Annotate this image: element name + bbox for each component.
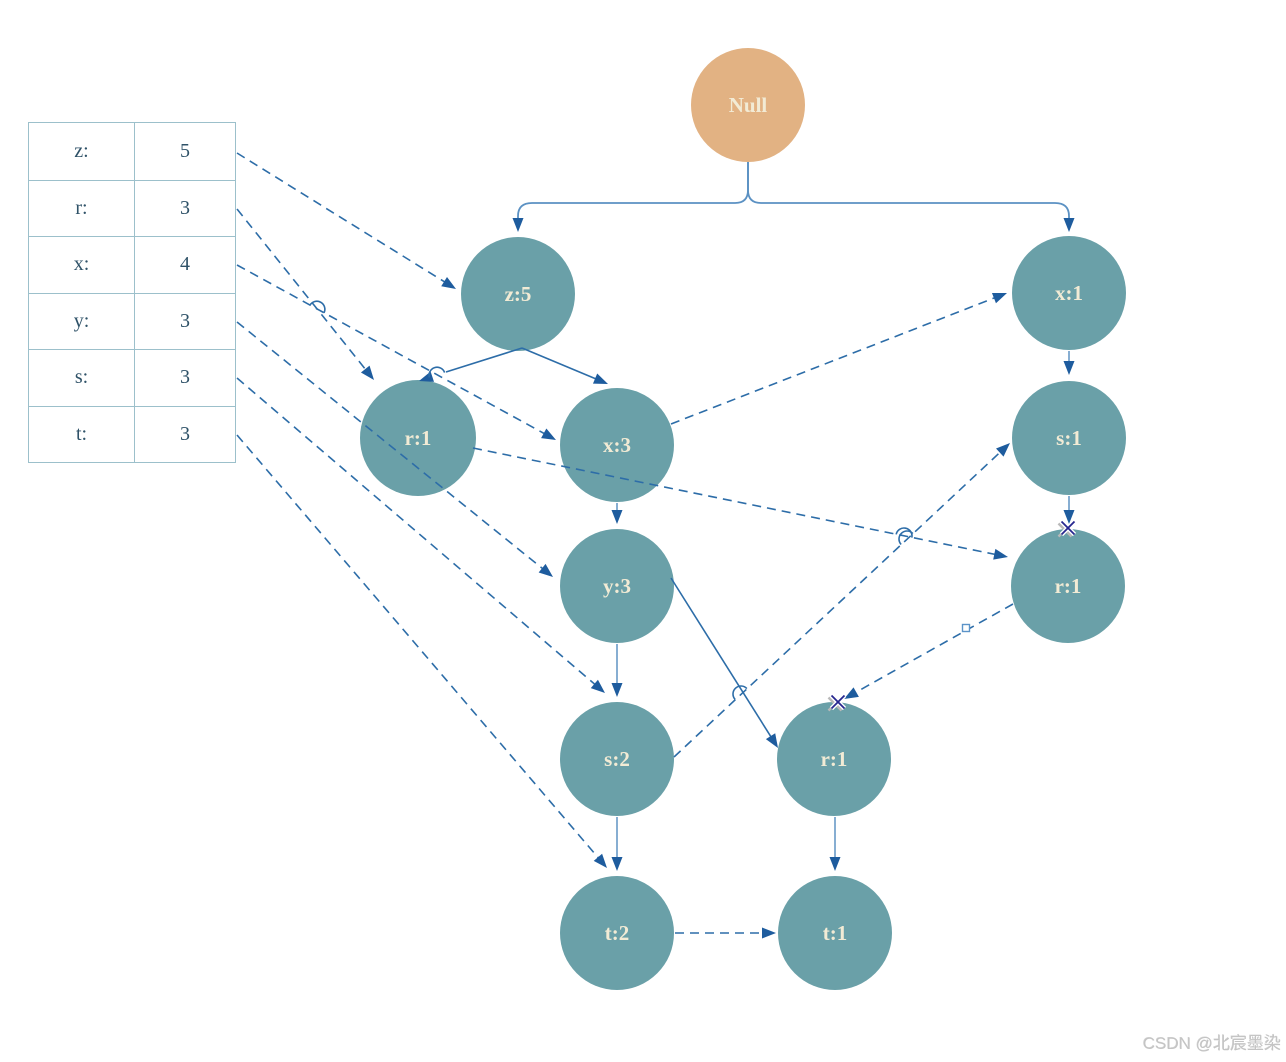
bend-handle[interactable] (961, 623, 971, 633)
node-label: y:3 (603, 574, 631, 598)
node-t1[interactable]: t:1 (778, 876, 892, 990)
node-label: r:1 (1055, 574, 1082, 598)
edge-link-t2-t1[interactable] (675, 927, 776, 939)
edge-link-r[interactable] (236, 208, 374, 380)
item-label: y: (73, 309, 90, 332)
node-label: x:3 (603, 433, 631, 457)
edge-z5-r1a[interactable] (419, 347, 523, 382)
node-label: r:1 (821, 747, 848, 771)
line-jump-arc (732, 685, 748, 701)
table-row: y: 3 (29, 292, 235, 349)
arrowhead-icon (844, 687, 859, 699)
node-r1c[interactable]: r:1 (777, 702, 891, 816)
line-jump-arc (895, 527, 913, 538)
arrowhead-icon (611, 510, 623, 524)
item-label: r: (75, 196, 88, 219)
edge-link-s2-s1[interactable] (673, 443, 1010, 758)
arrowhead-icon (1063, 510, 1075, 524)
node-z5[interactable]: z:5 (461, 237, 575, 351)
edge-link-r1a-r1b[interactable] (472, 447, 1008, 560)
arrowhead-icon (765, 733, 778, 748)
node-null[interactable]: Null (691, 48, 805, 162)
edge-y3-r1c[interactable] (670, 577, 778, 748)
table-row: x: 4 (29, 236, 235, 293)
node-label: x:1 (1055, 281, 1083, 305)
item-count: 4 (134, 237, 235, 293)
edge-link-r1b-r1c[interactable] (844, 603, 1014, 699)
arrowhead-icon (993, 548, 1008, 560)
arrowhead-icon (1063, 361, 1075, 375)
arrowhead-icon (991, 292, 1007, 304)
item-label: x: (73, 253, 90, 276)
arrowhead-icon (996, 443, 1010, 457)
arrowhead-icon (829, 857, 841, 871)
arrowhead-icon (360, 365, 374, 380)
arrowhead-icon (611, 683, 623, 697)
edge-y3-s2[interactable] (611, 644, 623, 697)
node-label: Null (729, 93, 768, 117)
arrowhead-icon (592, 373, 608, 384)
item-label: t: (75, 422, 88, 445)
node-label: t:1 (823, 921, 848, 945)
node-label: s:2 (604, 747, 630, 771)
edge-link-x3-x1[interactable] (670, 292, 1007, 425)
line-jump-arc (428, 366, 446, 378)
edge-link-z[interactable] (236, 152, 456, 289)
item-count: 3 (134, 180, 235, 236)
table-row: t: 3 (29, 405, 235, 462)
arrowhead-icon (441, 276, 456, 289)
item-count: 3 (134, 350, 235, 406)
arrowhead-icon (590, 679, 605, 693)
node-x3[interactable]: x:3 (560, 388, 674, 502)
endpoint-x-marker (1057, 519, 1077, 538)
item-label: z: (74, 139, 89, 162)
arrowhead-icon (762, 927, 776, 939)
node-label: t:2 (605, 921, 630, 945)
item-label: s: (74, 366, 89, 389)
arrowhead-icon (593, 853, 607, 868)
node-label: s:1 (1056, 426, 1082, 450)
node-label: z:5 (505, 282, 532, 306)
arrowhead-icon (541, 428, 556, 440)
edge-link-t[interactable] (236, 434, 607, 868)
csdn-watermark: CSDN @北宸墨染 (1142, 1034, 1281, 1053)
node-r1a[interactable]: r:1 (360, 380, 476, 496)
edge-link-y[interactable] (236, 321, 553, 577)
edge-z5-x3[interactable] (521, 347, 608, 384)
node-r1b[interactable]: r:1 (1011, 529, 1125, 643)
item-count: 3 (134, 293, 235, 349)
table-row: s: 3 (29, 349, 235, 406)
edge-link-s[interactable] (236, 377, 605, 693)
item-count: 3 (134, 406, 235, 462)
table-row: z: 5 (29, 123, 235, 180)
arrowhead-icon (512, 218, 524, 232)
arrowhead-icon (419, 371, 435, 382)
node-label: r:1 (405, 426, 432, 450)
endpoint-x-marker (827, 693, 847, 712)
arrowhead-icon (538, 563, 553, 577)
table-row: r: 3 (29, 179, 235, 236)
edge-x3-y3[interactable] (611, 503, 623, 524)
node-s1[interactable]: s:1 (1012, 381, 1126, 495)
line-jump-arc (309, 300, 326, 314)
arrowhead-icon (611, 857, 623, 871)
edge-s1-r1b[interactable] (1063, 496, 1075, 524)
node-t2[interactable]: t:2 (560, 876, 674, 990)
edge-null-x1[interactable] (747, 162, 1075, 232)
item-count: 5 (134, 123, 235, 180)
edge-link-x[interactable] (236, 264, 556, 440)
edge-s2-t2[interactable] (611, 817, 623, 871)
arrowhead-icon (1063, 218, 1075, 232)
node-s2[interactable]: s:2 (560, 702, 674, 816)
node-y3[interactable]: y:3 (560, 529, 674, 643)
header-table[interactable]: z: 5 r: 3 x: 4 y: 3 s: 3 t: 3 (28, 122, 236, 463)
edge-r1c-t1[interactable] (829, 817, 841, 871)
node-x1[interactable]: x:1 (1012, 236, 1126, 350)
edge-null-z5[interactable] (512, 162, 749, 232)
edge-x1-s1[interactable] (1063, 351, 1075, 375)
